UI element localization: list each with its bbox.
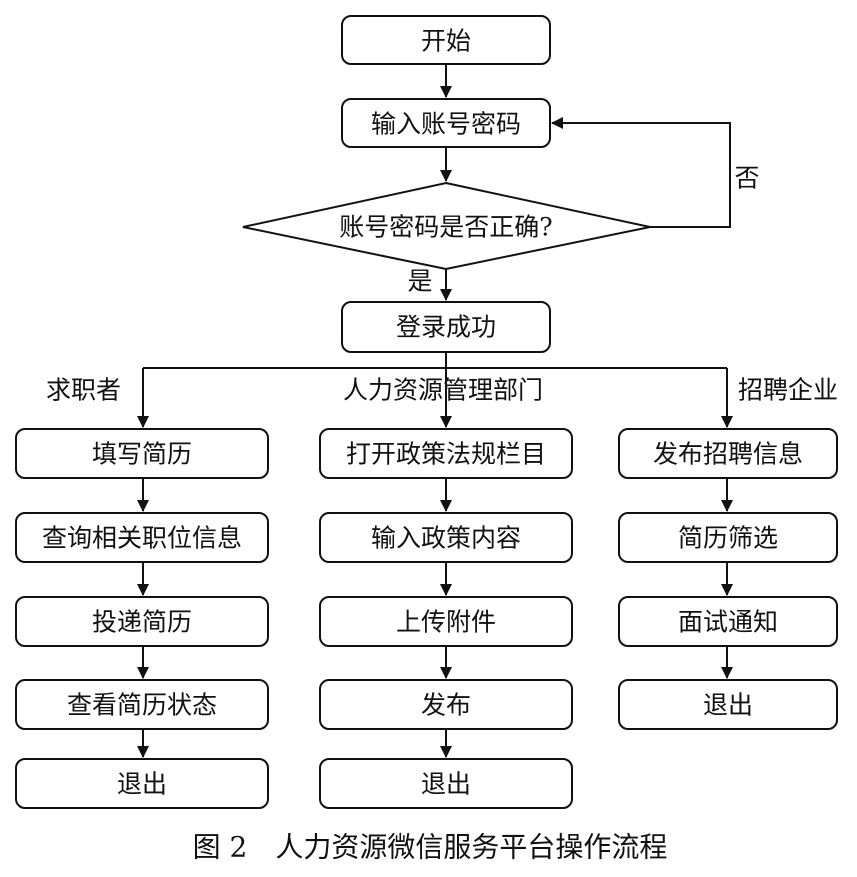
hr-step-1: 打开政策法规栏目 bbox=[319, 428, 573, 479]
edge-label-yes: 是 bbox=[407, 267, 432, 296]
em-step-4: 退出 bbox=[618, 679, 838, 730]
node-decision: 账号密码是否正确? bbox=[242, 181, 651, 271]
node-login-label: 输入账号密码 bbox=[371, 110, 521, 139]
hr-step-2-label: 输入政策内容 bbox=[371, 524, 521, 553]
js-step-2-label: 查询相关职位信息 bbox=[42, 524, 242, 553]
branch-label-employer: 招聘企业 bbox=[738, 376, 838, 405]
js-step-2: 查询相关职位信息 bbox=[15, 512, 269, 563]
hr-step-2: 输入政策内容 bbox=[319, 512, 573, 563]
hr-column: 打开政策法规栏目 输入政策内容 上传附件 发布 退出 bbox=[319, 428, 573, 809]
js-step-1: 填写简历 bbox=[15, 428, 269, 479]
hr-step-4-label: 发布 bbox=[421, 691, 471, 720]
hr-step-5-label: 退出 bbox=[421, 770, 471, 799]
js-step-5: 退出 bbox=[15, 758, 269, 809]
em-step-4-label: 退出 bbox=[703, 691, 753, 720]
em-step-3-label: 面试通知 bbox=[678, 608, 778, 637]
js-step-3-label: 投递简历 bbox=[92, 608, 192, 637]
em-step-2-label: 简历筛选 bbox=[678, 524, 778, 553]
node-start-label: 开始 bbox=[421, 27, 471, 56]
em-step-3: 面试通知 bbox=[618, 596, 838, 647]
edge-decision-no-loop bbox=[551, 117, 731, 228]
edge-label-no: 否 bbox=[734, 164, 759, 193]
js-step-3: 投递简历 bbox=[15, 596, 269, 647]
hr-step-5: 退出 bbox=[319, 758, 573, 809]
hr-step-1-label: 打开政策法规栏目 bbox=[346, 440, 546, 469]
hr-step-3: 上传附件 bbox=[319, 596, 573, 647]
node-decision-label: 账号密码是否正确? bbox=[339, 213, 552, 242]
job-seeker-column: 填写简历 查询相关职位信息 投递简历 查看简历状态 退出 bbox=[15, 428, 269, 809]
hr-step-4: 发布 bbox=[319, 679, 573, 730]
edges bbox=[137, 64, 733, 758]
branch-label-job-seeker: 求职者 bbox=[46, 376, 121, 405]
hr-step-3-label: 上传附件 bbox=[396, 608, 496, 637]
employer-column: 发布招聘信息 简历筛选 面试通知 退出 bbox=[618, 428, 838, 730]
node-start: 开始 bbox=[341, 15, 551, 65]
js-step-4: 查看简历状态 bbox=[15, 679, 269, 730]
em-step-2: 简历筛选 bbox=[618, 512, 838, 563]
js-step-5-label: 退出 bbox=[117, 770, 167, 799]
figure-caption: 图 2 人力资源微信服务平台操作流程 bbox=[193, 831, 668, 864]
node-success-label: 登录成功 bbox=[396, 313, 496, 342]
js-step-4-label: 查看简历状态 bbox=[67, 691, 217, 720]
js-step-1-label: 填写简历 bbox=[92, 440, 192, 469]
em-step-1-label: 发布招聘信息 bbox=[653, 440, 803, 469]
branch-label-hr: 人力资源管理部门 bbox=[343, 376, 543, 405]
node-login: 输入账号密码 bbox=[341, 98, 551, 148]
node-success: 登录成功 bbox=[341, 301, 551, 353]
em-step-1: 发布招聘信息 bbox=[618, 428, 838, 479]
